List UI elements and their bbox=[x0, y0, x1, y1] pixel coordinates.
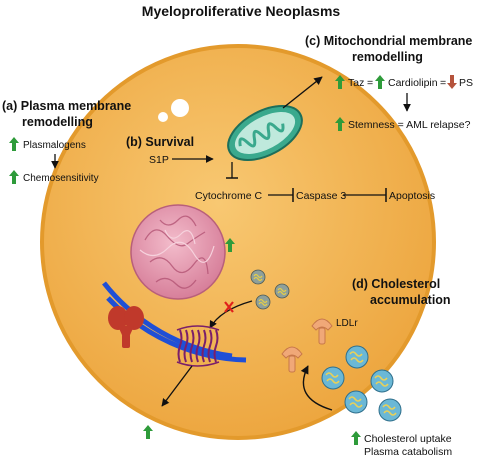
cytochrome-c-label: Cytochrome C bbox=[195, 190, 263, 202]
ldl-particle bbox=[345, 345, 369, 369]
highlight-spot bbox=[171, 99, 189, 117]
chemosensitivity-label: Chemosensitivity bbox=[23, 173, 99, 184]
up-arrow-icon bbox=[9, 137, 19, 151]
taz-label: Taz bbox=[348, 77, 364, 89]
ps-label: PS bbox=[459, 77, 473, 89]
cardiolipin-label: Cardiolipin bbox=[388, 77, 438, 89]
abc-transporter bbox=[176, 325, 220, 367]
cholesterol-uptake-label: Cholesterol uptake bbox=[364, 433, 452, 445]
ldl-receptor bbox=[281, 346, 303, 373]
cell-body bbox=[40, 44, 436, 440]
cholesterol-particle bbox=[255, 294, 271, 310]
equals-sign: = bbox=[367, 77, 373, 89]
stemness-label: Stemness = AML relapse? bbox=[348, 119, 471, 131]
up-arrow-icon bbox=[375, 75, 385, 89]
ldl-particle bbox=[378, 398, 402, 422]
arrow-mitochondrion-remodelling bbox=[282, 76, 323, 109]
cholesterol-particle bbox=[274, 283, 290, 299]
caspase-3-label: Caspase 3 bbox=[296, 190, 346, 202]
up-arrow-icon bbox=[351, 431, 361, 445]
ldlr-label: LDLr bbox=[336, 318, 358, 329]
section-a-label: (a) Plasma membrane bbox=[2, 99, 131, 113]
arrow-ldl-uptake bbox=[300, 365, 333, 411]
ldl-particle bbox=[321, 366, 345, 390]
equals-sign: = bbox=[440, 77, 446, 89]
plasmalogens-label: Plasmalogens bbox=[23, 140, 86, 151]
ldl-receptor bbox=[311, 318, 333, 345]
down-arrow-icon bbox=[447, 75, 457, 89]
ldl-particle bbox=[370, 369, 394, 393]
up-arrow-icon bbox=[9, 170, 19, 184]
highlight-spot-small bbox=[158, 112, 168, 122]
section-c-label: (c) Mitochondrial membrane bbox=[305, 34, 472, 48]
section-a-label-line2: remodelling bbox=[22, 115, 93, 129]
s1p-label: S1P bbox=[149, 154, 169, 166]
c-mpl-receptor bbox=[108, 306, 144, 348]
title: Myeloproliferative Neoplasms bbox=[142, 3, 341, 19]
section-b-label: (b) Survival bbox=[126, 135, 194, 149]
cholesterol-particle bbox=[250, 269, 266, 285]
mitochondrion bbox=[227, 104, 303, 162]
section-c-label-line2: remodelling bbox=[352, 50, 423, 64]
ldl-particle bbox=[344, 390, 368, 414]
apoptosis-label: Apoptosis bbox=[389, 190, 435, 202]
section-d-label-line2: accumulation bbox=[370, 293, 451, 307]
up-arrow-icon bbox=[143, 425, 153, 439]
plasma-catabolism-label: Plasma catabolism bbox=[364, 446, 452, 457]
blocked-x-icon bbox=[224, 301, 234, 313]
arrow-abc-proliferation bbox=[161, 365, 193, 407]
nucleus bbox=[130, 204, 226, 300]
section-d-label: (d) Cholesterol bbox=[352, 277, 440, 291]
